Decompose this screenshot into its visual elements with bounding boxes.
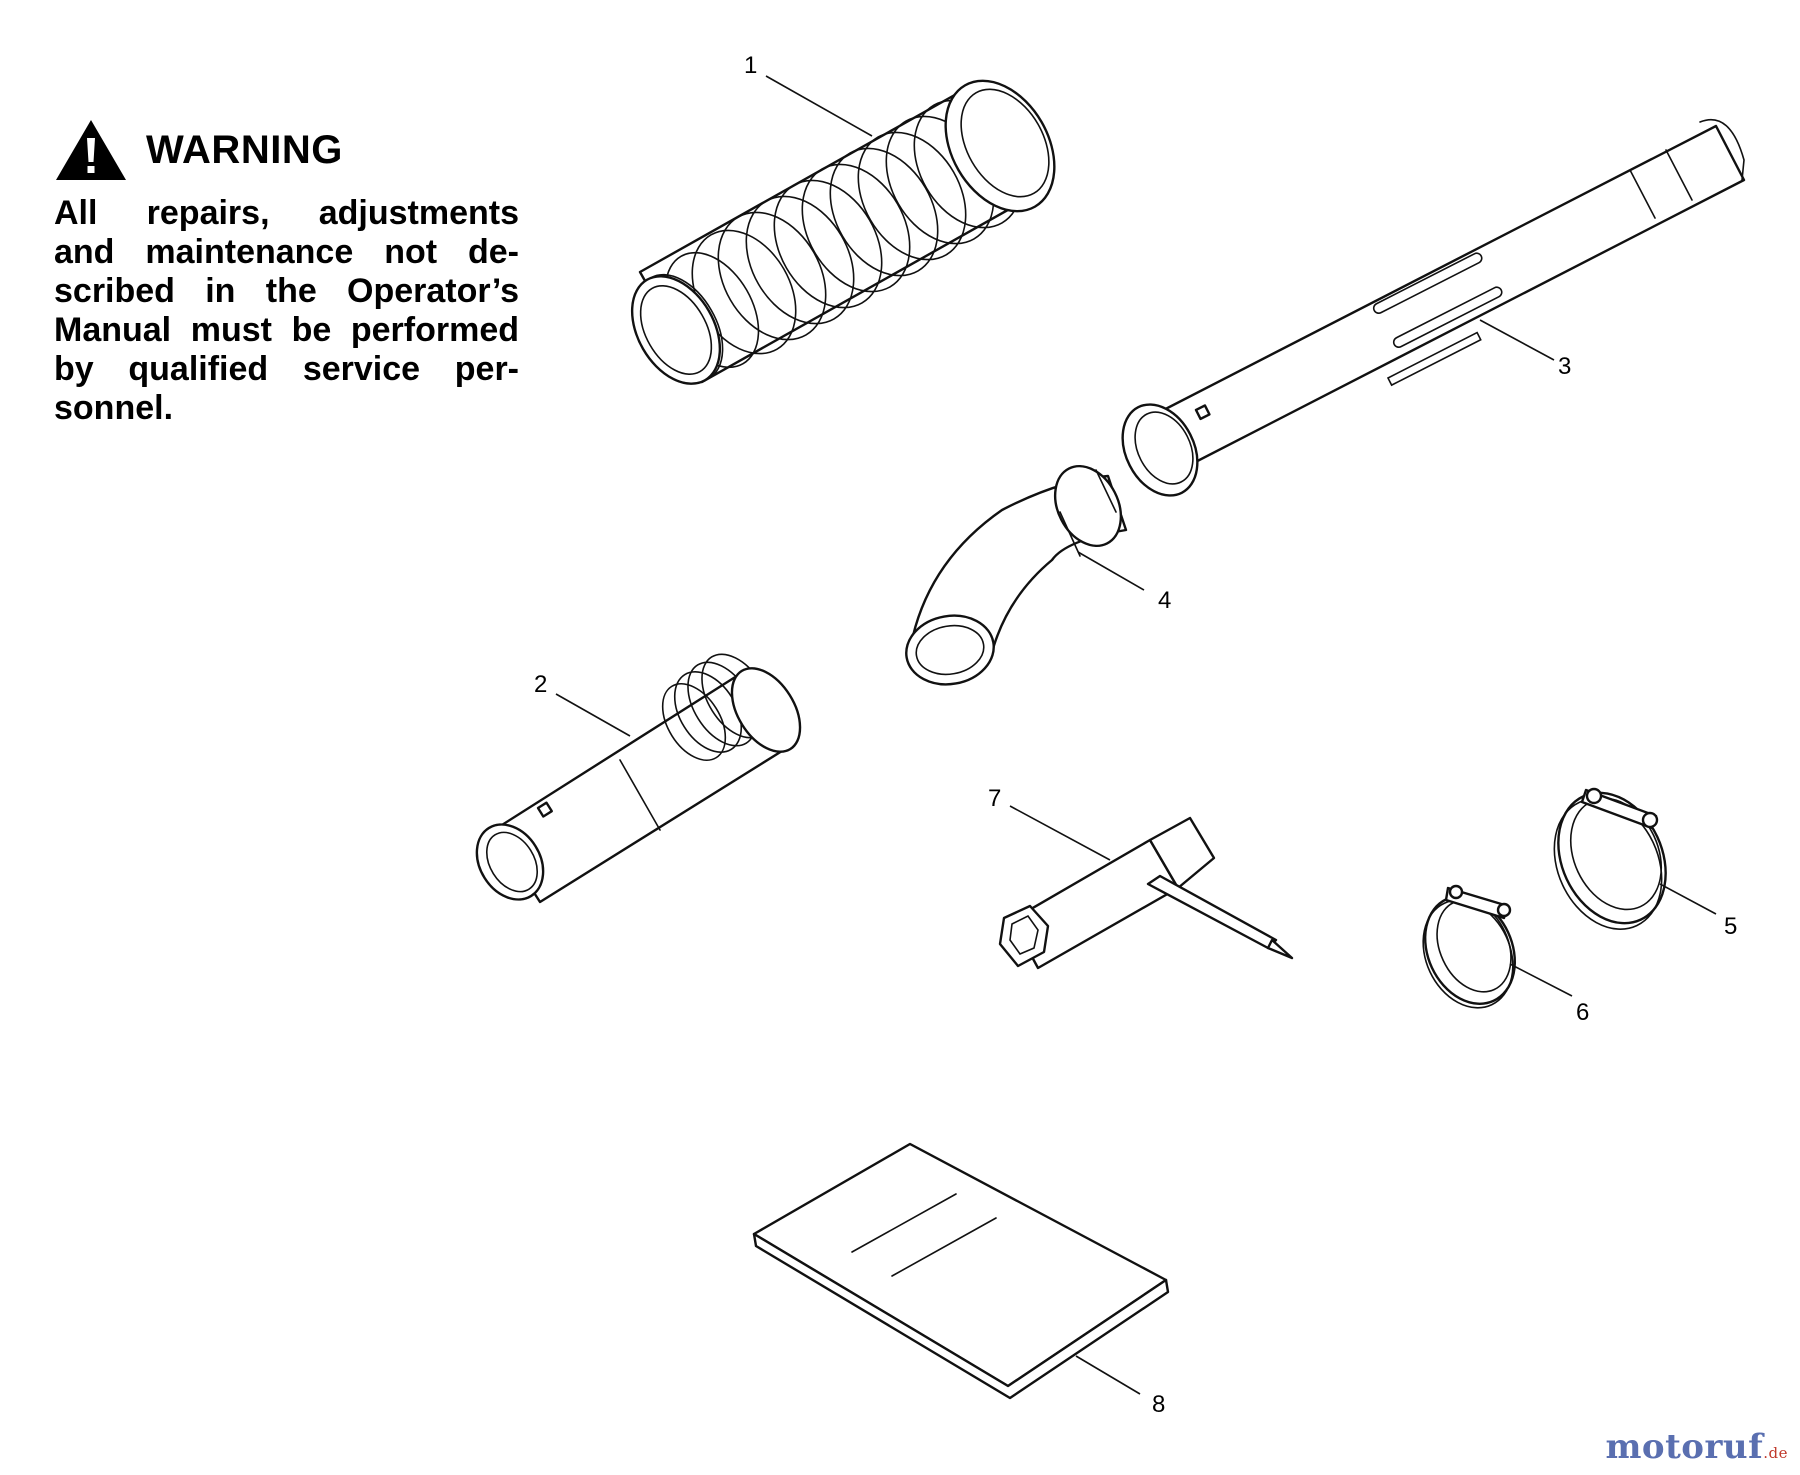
warning-triangle-icon bbox=[56, 120, 126, 180]
part-5-large-clamp bbox=[1553, 787, 1667, 930]
callout-7: 7 bbox=[988, 785, 1001, 812]
leader-3 bbox=[1479, 319, 1555, 361]
warning-line: Manual must be performed bbox=[54, 311, 519, 349]
callout-2: 2 bbox=[534, 671, 547, 698]
leader-2 bbox=[555, 693, 631, 737]
leader-5 bbox=[1659, 883, 1717, 915]
part-2-nozzle bbox=[475, 653, 802, 904]
part-8-manual bbox=[752, 1142, 1170, 1400]
callout-1: 1 bbox=[744, 52, 757, 79]
part-6-small-clamp bbox=[1422, 884, 1517, 1009]
callout-5: 5 bbox=[1724, 913, 1737, 940]
leader-lines bbox=[555, 75, 1717, 1395]
warning-line: sonnel. bbox=[54, 389, 174, 427]
watermark-name: motoruf bbox=[1605, 1427, 1764, 1467]
watermark-logo: motoruf.de bbox=[1605, 1427, 1788, 1467]
callout-numbers: 1 2 3 4 5 6 7 8 bbox=[534, 52, 1737, 1418]
leader-7 bbox=[1009, 805, 1111, 861]
callout-4: 4 bbox=[1158, 587, 1171, 614]
part-7-wrench-tool bbox=[998, 816, 1294, 970]
callout-3: 3 bbox=[1558, 353, 1571, 380]
callout-6: 6 bbox=[1576, 999, 1589, 1026]
warning-line: scribed in the Operator’s bbox=[54, 272, 519, 310]
warning-line: by qualified service per- bbox=[54, 350, 519, 388]
callout-8: 8 bbox=[1152, 1391, 1165, 1418]
warning-title: WARNING bbox=[146, 127, 343, 172]
part-1-flexible-hose bbox=[630, 79, 1056, 385]
leader-1 bbox=[765, 75, 873, 137]
warning-box: WARNING All repairs, adjustments and mai… bbox=[54, 118, 519, 428]
warning-line: All repairs, adjustments bbox=[54, 194, 519, 232]
part-3-straight-tube bbox=[1121, 118, 1746, 497]
warning-line: and maintenance not de- bbox=[54, 233, 519, 271]
warning-text: All repairs, adjustments and maintenance… bbox=[54, 194, 519, 428]
watermark-tld: .de bbox=[1763, 1444, 1788, 1462]
leader-8 bbox=[1075, 1355, 1141, 1395]
part-4-curved-elbow bbox=[905, 464, 1128, 686]
warning-header: WARNING bbox=[54, 118, 519, 182]
leader-6 bbox=[1509, 963, 1573, 997]
leader-4 bbox=[1077, 551, 1145, 591]
